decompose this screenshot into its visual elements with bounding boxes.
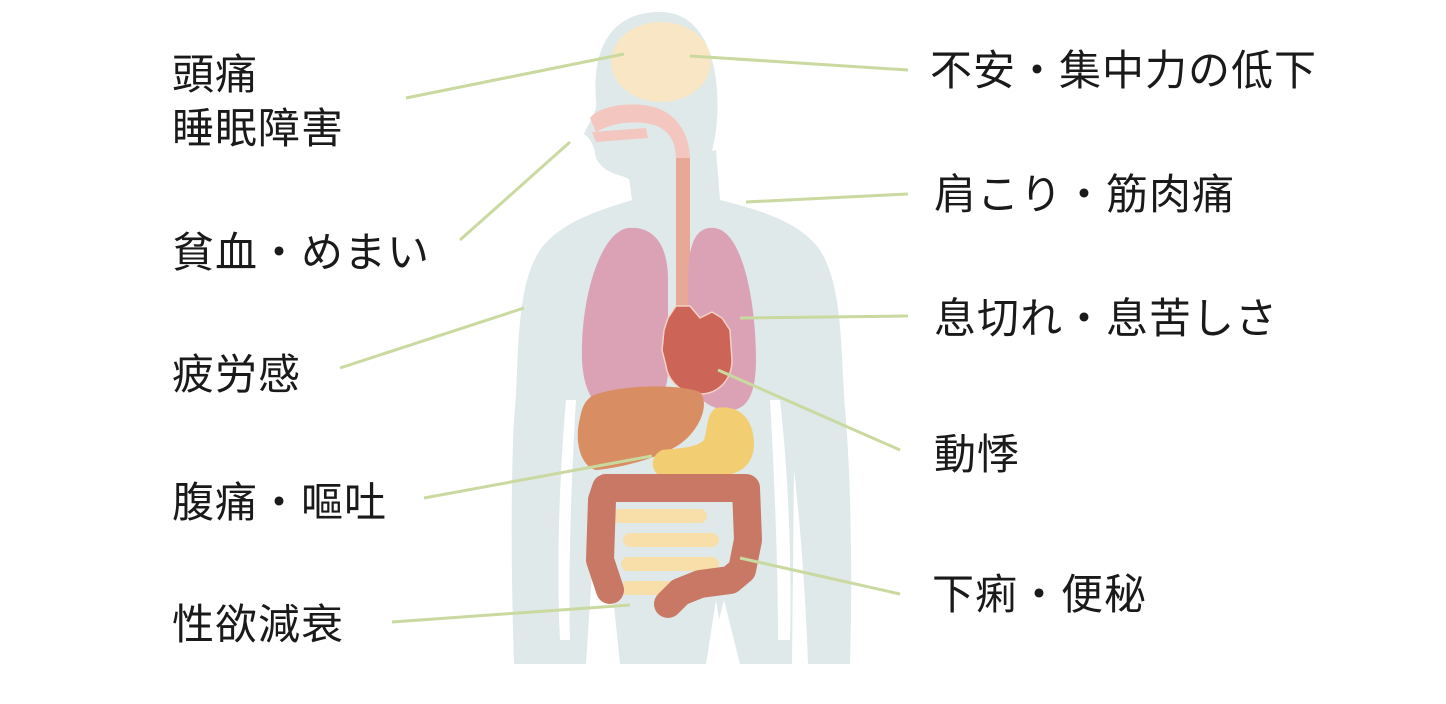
label-text: 腹痛・嘔吐 — [172, 478, 388, 527]
label-decreased-libido: 性欲減衰 — [172, 598, 344, 652]
label-abdominal-pain-vomiting: 腹痛・嘔吐 — [172, 476, 387, 530]
label-text: 疲労感 — [172, 350, 302, 399]
label-text: 不安・集中力の低下 — [930, 46, 1318, 95]
liver — [577, 386, 704, 470]
leader-lines — [339, 52, 909, 624]
label-fatigue: 疲労感 — [172, 348, 301, 402]
leader-line-breath — [739, 314, 909, 320]
arm-gaps — [558, 400, 791, 664]
label-stiff-shoulders-muscle-pain: 肩こり・筋肉痛 — [934, 168, 1235, 222]
label-palpitations: 動悸 — [934, 428, 1020, 482]
leader-line-anxiety — [689, 54, 909, 72]
label-text: 息切れ・息苦しさ — [934, 294, 1279, 343]
small-intestine — [613, 509, 719, 595]
stomach — [652, 407, 754, 476]
label-diarrhea-constipation: 下痢・便秘 — [932, 568, 1147, 622]
leader-line-palpitations — [717, 368, 901, 452]
esophagus — [676, 158, 690, 308]
label-text: 貧血・めまい — [172, 228, 431, 277]
label-headache: 頭痛 — [172, 50, 259, 99]
label-headache-insomnia: 頭痛 睡眠障害 — [172, 48, 344, 156]
mouth — [592, 128, 648, 142]
large-intestine — [586, 474, 762, 618]
label-shortness-of-breath: 息切れ・息苦しさ — [934, 292, 1278, 346]
leader-line-fatigue — [339, 306, 525, 370]
leader-line-anemia — [459, 140, 571, 242]
label-text: 動悸 — [934, 430, 1021, 479]
leader-line-libido — [391, 603, 631, 624]
label-anxiety-concentration: 不安・集中力の低下 — [930, 44, 1317, 98]
label-text: 下痢・便秘 — [932, 570, 1148, 619]
leader-line-abdominal — [423, 454, 653, 500]
label-insomnia: 睡眠障害 — [172, 104, 345, 153]
heart — [661, 305, 733, 395]
label-text: 性欲減衰 — [172, 600, 345, 649]
label-anemia-dizziness: 貧血・めまい — [172, 226, 430, 280]
label-text: 肩こり・筋肉痛 — [934, 170, 1236, 219]
left-lung — [581, 227, 668, 412]
leader-line-headache — [405, 52, 625, 100]
leader-line-shoulders — [745, 192, 909, 204]
leader-line-bowel — [739, 556, 901, 596]
brain — [611, 22, 711, 102]
